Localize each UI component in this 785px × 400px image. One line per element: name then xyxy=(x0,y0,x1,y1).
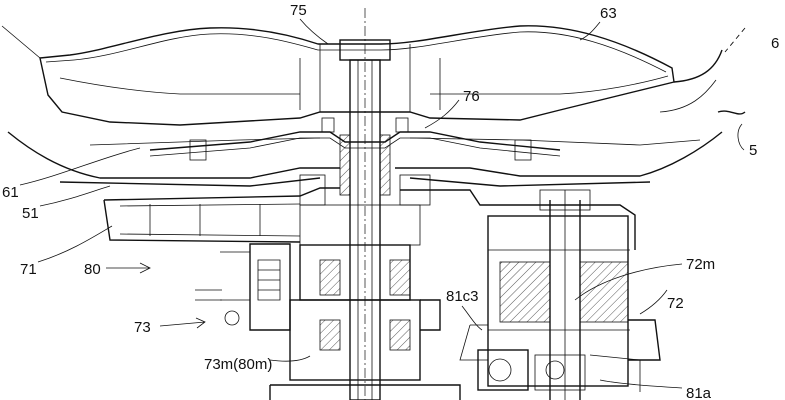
label-81a: 81a xyxy=(686,385,712,400)
label-71: 71 xyxy=(20,261,37,278)
fender-6-shape xyxy=(659,49,746,115)
label-6: 6 xyxy=(771,35,780,52)
label-81c3: 81c3 xyxy=(446,288,479,305)
label-76: 76 xyxy=(463,88,480,105)
gearbox-73-shape xyxy=(195,243,461,400)
cover-63-shape xyxy=(1,25,675,126)
plate-76-shape xyxy=(149,117,561,161)
label-72m: 72m xyxy=(686,256,716,273)
label-5: 5 xyxy=(749,142,758,159)
label-72: 72 xyxy=(667,295,684,312)
shaft-75-shape xyxy=(339,39,391,400)
bolt-right-shape xyxy=(514,139,532,161)
label-51: 51 xyxy=(22,205,39,222)
label-73m-80m: 73m(80m) xyxy=(204,356,273,373)
bearing-81a-shape xyxy=(477,349,641,392)
label-61: 61 xyxy=(2,184,19,201)
bolt-left-shape xyxy=(189,139,207,161)
label-75: 75 xyxy=(290,2,307,19)
label-63: 63 xyxy=(600,5,617,22)
label-73: 73 xyxy=(134,319,151,336)
label-80: 80 xyxy=(84,261,101,278)
deck-61-shape xyxy=(7,131,723,187)
motor-72-shape xyxy=(459,189,661,400)
gear-case-71-shape xyxy=(103,174,636,250)
leader-lines xyxy=(19,18,746,389)
